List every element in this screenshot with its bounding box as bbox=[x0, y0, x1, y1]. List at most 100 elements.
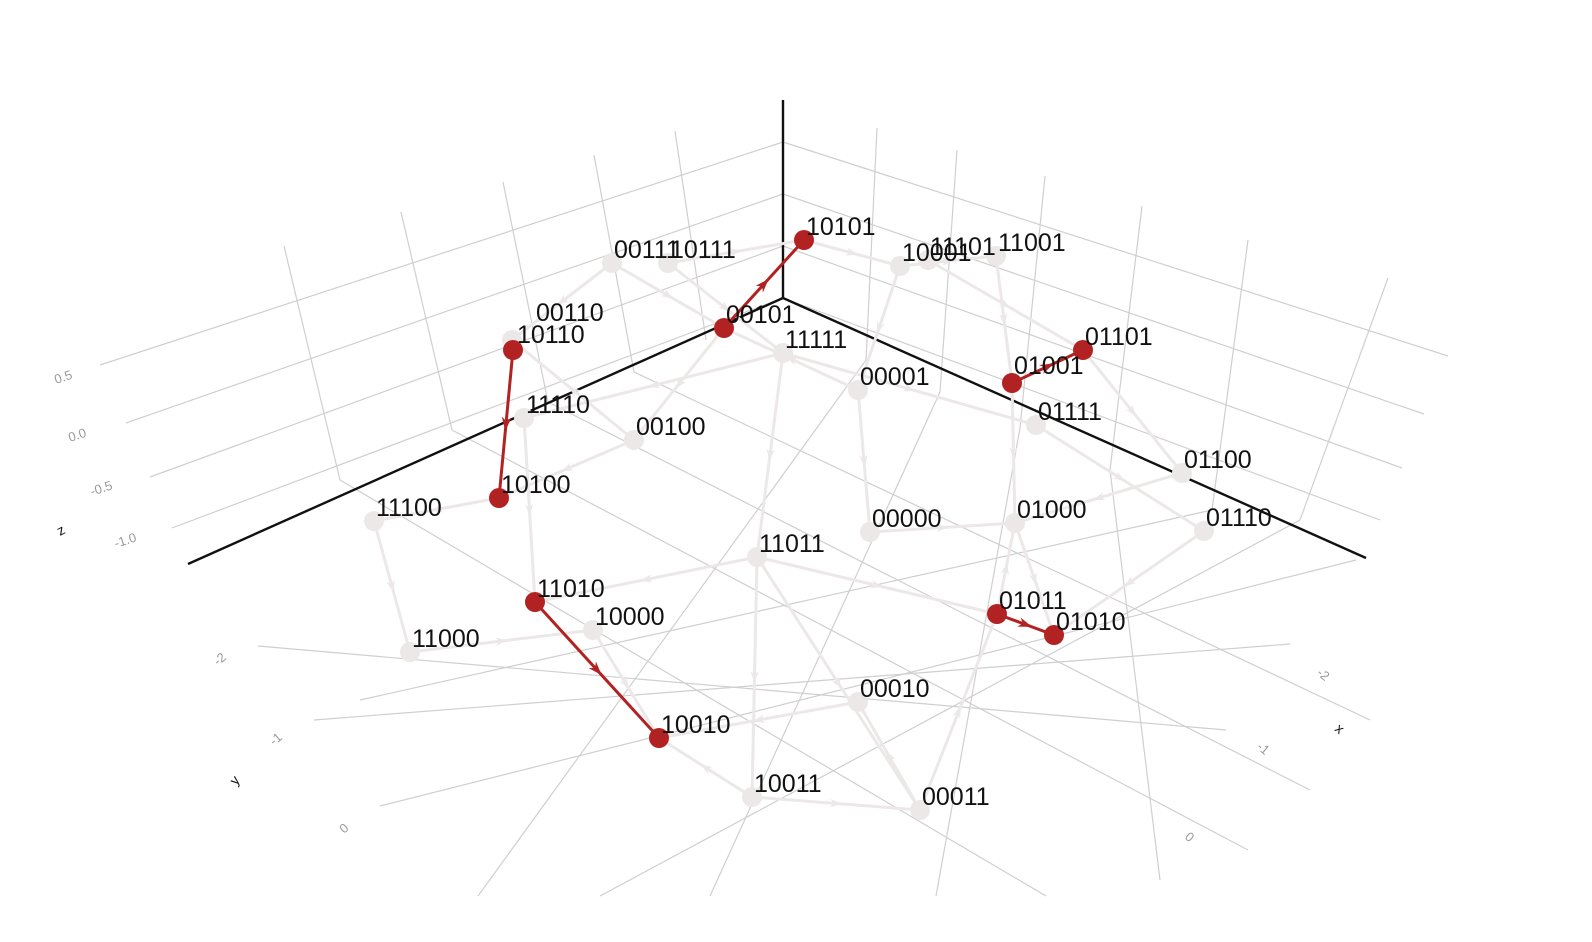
node-01101 bbox=[1073, 340, 1093, 360]
edge-arrow-01011-01010 bbox=[1017, 617, 1033, 627]
node-label-00110: 00110 bbox=[536, 299, 604, 327]
edge-arrow-01001-01000 bbox=[1009, 446, 1018, 459]
node-01011 bbox=[987, 604, 1007, 624]
edge-arrow-10011-00011 bbox=[829, 798, 842, 808]
grid-line-30 bbox=[359, 509, 1213, 701]
edge-arrow-10111-11111 bbox=[718, 300, 731, 312]
edge-arrow-01011-01000 bbox=[1000, 562, 1009, 576]
edge-arrow-11011-10011 bbox=[750, 670, 759, 683]
grid-line-31 bbox=[599, 519, 1301, 897]
grid-line-5 bbox=[400, 211, 453, 431]
node-11110 bbox=[514, 408, 534, 428]
node-11010 bbox=[525, 592, 545, 612]
node-label-10011: 10011 bbox=[754, 770, 822, 798]
node-label-01100: 01100 bbox=[1184, 446, 1252, 474]
grid bbox=[99, 127, 1449, 897]
grid-line-9 bbox=[782, 141, 1449, 357]
edge-arrow-00011-01011 bbox=[952, 706, 961, 720]
grid-line-17 bbox=[1211, 239, 1249, 511]
edge-arrow-00001-00000 bbox=[859, 454, 868, 467]
edge-arrow-00011-00010 bbox=[886, 750, 896, 764]
z-tick-1: 0.0 bbox=[66, 425, 88, 445]
node-01001 bbox=[1002, 373, 1022, 393]
edge-arrow-11111-01111 bbox=[902, 383, 916, 392]
grid-line-4 bbox=[283, 245, 341, 481]
edge-arrow-00101-10101 bbox=[755, 278, 769, 293]
grid-line-23 bbox=[451, 429, 1249, 851]
grid-line-16 bbox=[1109, 205, 1143, 471]
edge-arrow-11100-11000 bbox=[386, 579, 395, 593]
node-label-01011: 01011 bbox=[999, 587, 1067, 615]
grid-line-3 bbox=[171, 297, 784, 529]
node-label-10101: 10101 bbox=[806, 213, 876, 241]
node-label-01110: 01110 bbox=[1206, 504, 1272, 532]
node-10111 bbox=[658, 253, 678, 273]
node-label-11000: 11000 bbox=[412, 625, 480, 653]
edge-arrow-11111-11110 bbox=[647, 379, 661, 389]
grid-line-25 bbox=[633, 371, 1371, 721]
grid-line-10 bbox=[782, 193, 1425, 415]
edge-arrow-00000-01000 bbox=[936, 523, 949, 533]
grid-line-29 bbox=[1109, 469, 1161, 881]
node-10000 bbox=[583, 620, 603, 640]
node-label-11100: 11100 bbox=[376, 494, 442, 522]
grid-line-15 bbox=[1019, 175, 1046, 429]
edge-arrow-10011-10010 bbox=[700, 764, 713, 775]
node-11000 bbox=[400, 642, 420, 662]
node-label-00111: 00111 bbox=[614, 236, 680, 264]
z-tick-0: 0.5 bbox=[52, 367, 74, 387]
node-label-10111: 10111 bbox=[670, 236, 736, 264]
z-tick-3: -1.0 bbox=[112, 530, 138, 551]
node-00000 bbox=[860, 522, 880, 542]
node-00100 bbox=[624, 430, 644, 450]
edge-arrow-00100-10100 bbox=[560, 462, 574, 472]
node-00011 bbox=[910, 800, 930, 820]
grid-line-6 bbox=[502, 181, 549, 403]
node-label-11001: 11001 bbox=[998, 229, 1066, 257]
edge-arrow-11010-10010 bbox=[588, 661, 602, 676]
grid-line-27 bbox=[709, 391, 941, 897]
edge-arrow-11011-01011 bbox=[870, 580, 883, 589]
node-label-10010: 10010 bbox=[661, 711, 731, 739]
node-label-00101: 00101 bbox=[726, 301, 796, 329]
edge-arrow-10110-10100 bbox=[501, 416, 512, 431]
node-label-00001: 00001 bbox=[860, 363, 930, 391]
node-11011 bbox=[747, 547, 767, 567]
grid-line-20 bbox=[313, 643, 1291, 721]
grid-line-8 bbox=[674, 130, 707, 341]
edge-arrow-11001-01001 bbox=[999, 313, 1008, 326]
node-label-11010: 11010 bbox=[537, 575, 605, 603]
x-tick-1: -1 bbox=[1254, 739, 1272, 758]
node-label-10001: 10001 bbox=[902, 239, 972, 267]
node-10001 bbox=[890, 256, 910, 276]
grid-line-24 bbox=[547, 401, 1311, 791]
edge-arrow-11111-11011 bbox=[766, 448, 775, 461]
edge-arrow-01101-01100 bbox=[1125, 404, 1137, 417]
axis-right bbox=[782, 296, 1367, 560]
x-tick-2: 0 bbox=[1182, 829, 1197, 845]
grid-line-0 bbox=[99, 141, 784, 366]
grid-line-26 bbox=[477, 359, 867, 897]
node-00001 bbox=[848, 380, 868, 400]
node-11101 bbox=[918, 250, 938, 270]
grid-line-18 bbox=[1299, 277, 1389, 521]
axis-left bbox=[187, 296, 784, 566]
node-label-11011: 11011 bbox=[759, 530, 825, 558]
x-tick-0: -2 bbox=[1314, 665, 1332, 684]
edge-arrow-10001-11001 bbox=[941, 257, 954, 266]
node-01100 bbox=[1172, 463, 1192, 483]
y-tick-1: -1 bbox=[266, 729, 284, 748]
node-11100 bbox=[364, 511, 384, 531]
node-00010 bbox=[848, 692, 868, 712]
edge-arrow-01111-01110 bbox=[1112, 471, 1126, 482]
edge-arrow-11000-10000 bbox=[495, 637, 508, 646]
edge-arrow-00111-00101 bbox=[660, 288, 674, 299]
grid-line-21 bbox=[379, 559, 1357, 807]
node-01111 bbox=[1026, 415, 1046, 435]
node-10100 bbox=[489, 488, 509, 508]
edge-arrow-00101-00100 bbox=[675, 376, 687, 389]
edge-arrow-11011-11010 bbox=[640, 574, 653, 583]
edge-arrow-01110-01010 bbox=[1124, 576, 1137, 587]
grid-line-2 bbox=[149, 245, 784, 478]
